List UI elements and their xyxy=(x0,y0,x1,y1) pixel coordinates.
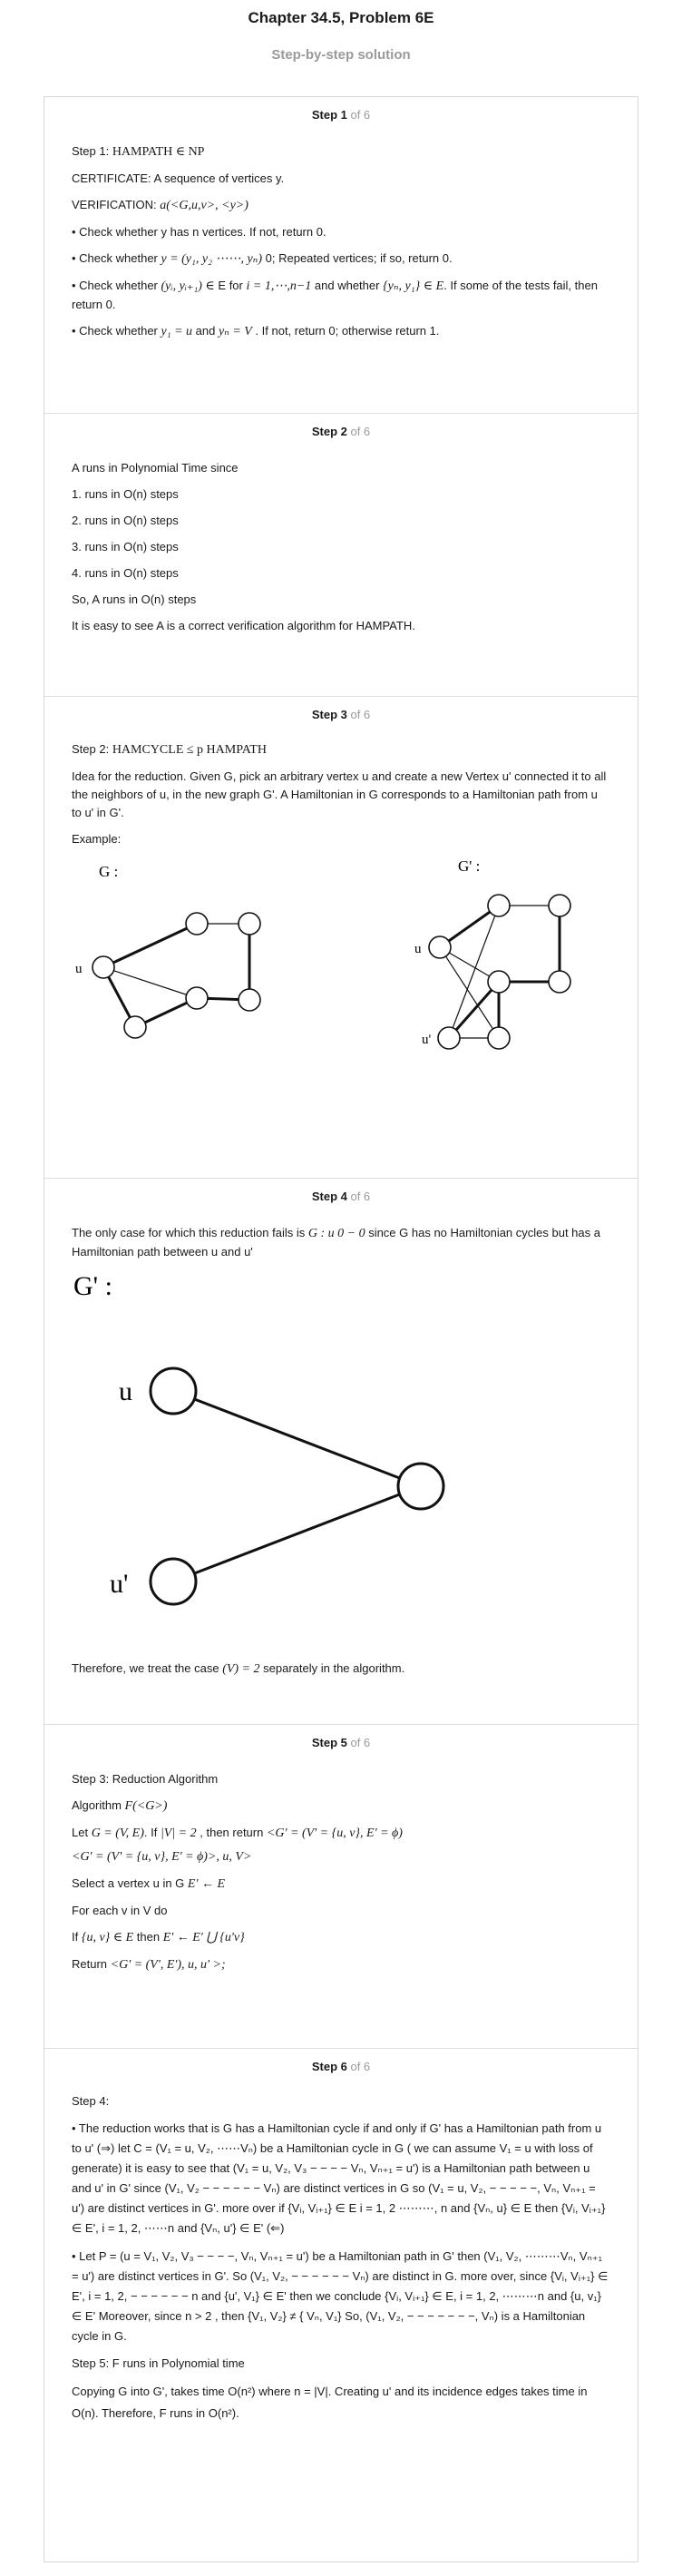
vertex xyxy=(185,912,209,935)
step-count: of 6 xyxy=(346,708,371,721)
s5-line-6: For each v in V do xyxy=(72,1904,168,1917)
step-2: Step 2 of 6 A runs in Polynomial Time si… xyxy=(44,414,638,697)
vertex xyxy=(487,970,511,994)
s1-line-2: CERTIFICATE: A sequence of vertices y. xyxy=(72,171,285,185)
step-2-header: Step 2 of 6 xyxy=(72,414,610,454)
step-6: Step 6 of 6 Step 4: • The reduction work… xyxy=(44,2049,638,2561)
vertex-u-label: u xyxy=(75,962,83,976)
graph-g-prime-label: G' : xyxy=(458,857,480,875)
s6-line-1: Step 4: xyxy=(72,2094,110,2108)
vertex xyxy=(548,894,571,917)
s6-line-3: Copying G into G', takes time O(n²) wher… xyxy=(72,2385,588,2420)
step-label: Step 5 xyxy=(311,1736,347,1749)
chapter-title: Chapter 34.5, Problem 6E xyxy=(248,9,434,26)
step-count: of 6 xyxy=(346,425,371,438)
vertex-u-prime-label: u' xyxy=(422,1033,432,1047)
step-1-header: Step 1 of 6 xyxy=(72,97,610,137)
vertex-u-label: u xyxy=(414,942,422,956)
vertex-u-prime xyxy=(149,1557,198,1606)
graph-g: G : xyxy=(75,863,261,1039)
vertex-u xyxy=(149,1366,198,1415)
step-3-header: Step 3 of 6 xyxy=(72,697,610,737)
step-1: Step 1 of 6 Step 1: HAMPATH ∈ NP CERTIFI… xyxy=(44,97,638,414)
s5-line-7: If {u, v} ∈ E then E' ← E' ⋃ {u'v} xyxy=(72,1930,245,1944)
vertex xyxy=(487,1026,511,1050)
s2-line-3: 2. runs in O(n) steps xyxy=(72,514,179,527)
s2-line-7: It is easy to see A is a correct verific… xyxy=(72,619,415,632)
edge xyxy=(447,981,501,1039)
s5-line-1: Step 3: Reduction Algorithm xyxy=(72,1772,219,1786)
s5-line-3: Let G = (V, E). If |V| = 2 , then return… xyxy=(72,1826,403,1840)
solution-container: Step 1 of 6 Step 1: HAMPATH ∈ NP CERTIFI… xyxy=(44,96,638,2562)
edge xyxy=(172,1389,422,1488)
step-count: of 6 xyxy=(346,1190,371,1203)
s5-line-2: Algorithm F(<G>) xyxy=(72,1798,168,1813)
s2-line-2: 1. runs in O(n) steps xyxy=(72,487,179,501)
vertex-u-prime-label: u' xyxy=(110,1569,128,1599)
s6-paragraph-1: • The reduction works that is G has a Ha… xyxy=(72,2121,606,2235)
graph-g-label: G : xyxy=(99,863,118,880)
s4-line-1: The only case for which this reduction f… xyxy=(72,1226,600,1259)
graph-special-case: G' : u u' xyxy=(73,1271,445,1606)
vertex-u-label: u xyxy=(119,1376,132,1406)
step-label: Step 3 xyxy=(311,708,347,721)
edge xyxy=(102,922,198,969)
s6-paragraph-2: • Let P = (u = V₁, V₂, V₃ − − − −, Vₙ, V… xyxy=(72,2249,609,2343)
edge xyxy=(439,946,500,1039)
s1-line-5: • Check whether y = (y₁, y₂ ⋯⋯, yₙ) 0; R… xyxy=(72,251,453,266)
vertex xyxy=(548,970,571,994)
s1-line-4: • Check whether y has n vertices. If not… xyxy=(72,225,326,239)
s2-line-4: 3. runs in O(n) steps xyxy=(72,540,179,553)
edge xyxy=(102,966,198,999)
s6-line-2: Step 5: F runs in Polynomial time xyxy=(72,2356,245,2370)
s3-line-2: Idea for the reduction. Given G, pick an… xyxy=(72,769,607,819)
graph-g-prime: G' : xyxy=(414,857,571,1050)
step-5-header: Step 5 of 6 xyxy=(72,1725,610,1765)
s3-line-3: Example: xyxy=(72,832,122,846)
graph-label: G' : xyxy=(73,1271,112,1301)
step-4: Step 4 of 6 The only case for which this… xyxy=(44,1179,638,1725)
step-label: Step 4 xyxy=(311,1190,347,1203)
step-3: Step 3 of 6 Step 2: HAMCYCLE ≤ p HAMPATH… xyxy=(44,697,638,1179)
s1-line-7: • Check whether y₁ = u and yₙ = V . If n… xyxy=(72,324,440,338)
s3-line-1: Step 2: HAMCYCLE ≤ p HAMPATH xyxy=(72,742,267,757)
s5-line-5: Select a vertex u in G E' ← E xyxy=(72,1876,226,1891)
step-label: Step 1 xyxy=(311,108,347,122)
step-count: of 6 xyxy=(346,2060,371,2073)
step-label: Step 2 xyxy=(311,425,347,438)
step-label: Step 6 xyxy=(311,2060,347,2073)
vertex xyxy=(123,1015,147,1039)
step-4-header: Step 4 of 6 xyxy=(72,1179,610,1219)
vertex xyxy=(238,988,261,1012)
vertex xyxy=(185,986,209,1010)
s1-line-6: • Check whether (yᵢ, yᵢ₊₁) ∈ E for i = 1… xyxy=(72,279,598,311)
vertex-u-prime xyxy=(437,1026,461,1050)
s5-line-8: Return <G' = (V', E'), u, u' >; xyxy=(72,1957,226,1972)
vertex xyxy=(396,1462,445,1511)
vertex xyxy=(487,894,511,917)
edge xyxy=(172,1484,422,1583)
step-count: of 6 xyxy=(346,1736,371,1749)
s5-line-4: <G' = (V' = {u, v}, E' = ϕ)>, u, V> xyxy=(72,1850,252,1864)
s1-line-3: VERIFICATION: a(<G,u,v>, <y>) xyxy=(72,198,248,212)
s2-line-6: So, A runs in O(n) steps xyxy=(72,593,197,606)
s1-line-1: Step 1: HAMPATH ∈ NP xyxy=(72,144,205,159)
step-count: of 6 xyxy=(346,108,371,122)
s4-line-2: Therefore, we treat the case (V) = 2 sep… xyxy=(72,1661,405,1676)
vertex-u xyxy=(428,935,452,959)
edge xyxy=(448,905,500,1039)
s2-line-5: 4. runs in O(n) steps xyxy=(72,566,179,580)
edge xyxy=(439,904,500,949)
vertex xyxy=(238,912,261,935)
step-5: Step 5 of 6 Step 3: Reduction Algorithm … xyxy=(44,1725,638,2049)
s2-line-1: A runs in Polynomial Time since xyxy=(72,461,239,475)
vertex-u xyxy=(92,955,115,979)
solution-subtitle: Step-by-step solution xyxy=(271,47,411,63)
step-6-header: Step 6 of 6 xyxy=(72,2049,610,2089)
